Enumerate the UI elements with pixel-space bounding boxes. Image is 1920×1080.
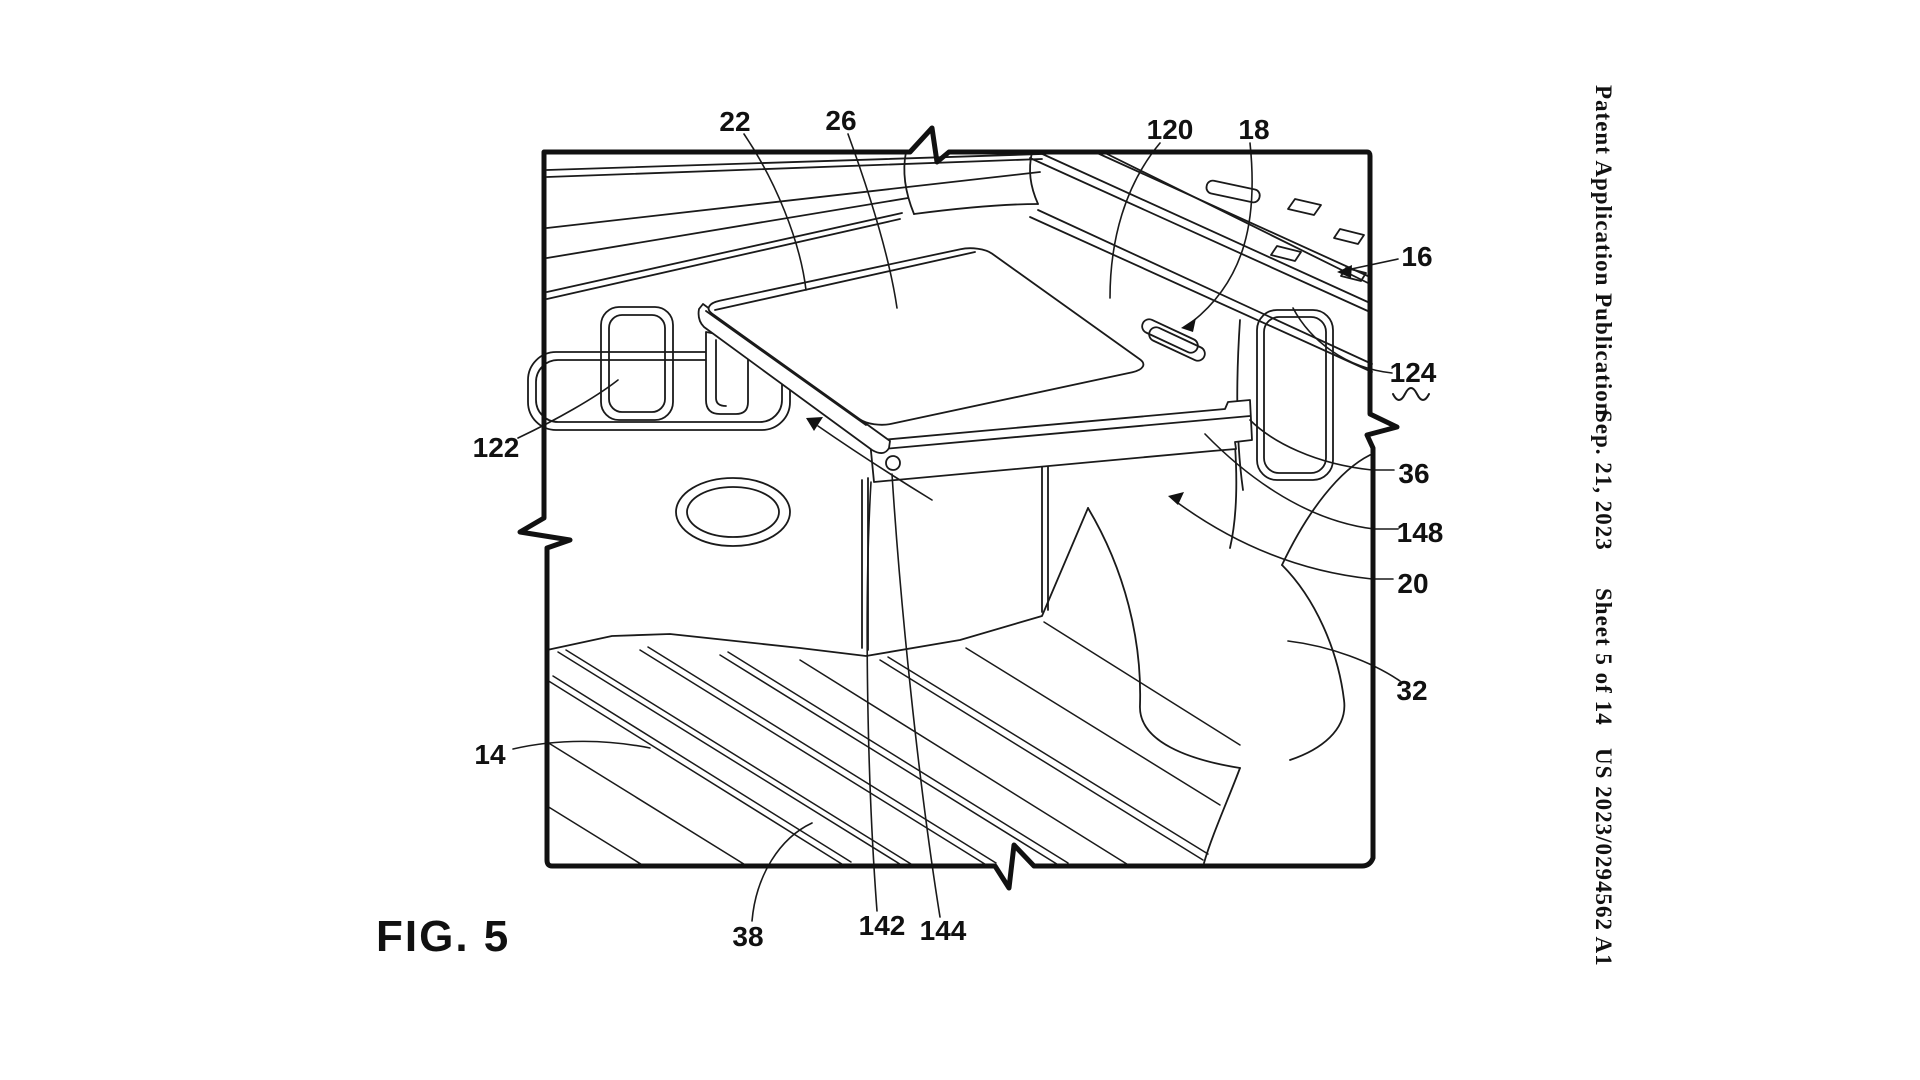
floor-ribs — [547, 622, 1240, 866]
reference-numerals: 22 26 120 18 16 124 36 148 20 32 122 14 … — [473, 105, 1444, 952]
ref-36: 36 — [1398, 458, 1429, 489]
ref-16: 16 — [1401, 241, 1432, 272]
ref-144: 144 — [920, 915, 967, 946]
ref-32: 32 — [1396, 675, 1427, 706]
stake-hole — [1288, 199, 1321, 215]
header-document-number: US 2023/0294562 A1 — [1590, 748, 1616, 967]
ref-22: 22 — [719, 106, 750, 137]
ref-26: 26 — [825, 105, 856, 136]
table-top — [700, 245, 1152, 428]
leader-142 — [867, 482, 877, 911]
header-publication-title: Patent Application Publication — [1590, 85, 1616, 417]
figure-caption: FIG. 5 — [376, 912, 510, 962]
leader-14 — [513, 741, 650, 749]
ref-120: 120 — [1147, 114, 1194, 145]
ref-38: 38 — [732, 921, 763, 952]
leader-120 — [1110, 143, 1160, 298]
ref-148: 148 — [1397, 517, 1444, 548]
ref-122: 122 — [473, 432, 520, 463]
ref-18: 18 — [1238, 114, 1269, 145]
rail-pin — [886, 456, 900, 470]
leader-32 — [1288, 641, 1400, 681]
figure-border — [520, 128, 1397, 888]
oval-recess — [676, 478, 790, 546]
header-date: Sep. 21, 2023 — [1590, 410, 1616, 551]
leader-22 — [744, 134, 806, 290]
ref-14: 14 — [474, 739, 506, 770]
right-wall-pocket — [1257, 310, 1333, 480]
handhold-pocket — [601, 307, 673, 420]
side-pocket — [528, 352, 790, 430]
leader-144 — [892, 474, 940, 917]
leader-38 — [752, 823, 812, 921]
squiggle-under-124 — [1393, 388, 1429, 400]
header-sheet-number: Sheet 5 of 14 — [1590, 588, 1616, 726]
stake-hole — [1334, 229, 1364, 244]
ref-124: 124 — [1390, 357, 1437, 388]
ref-20: 20 — [1397, 568, 1428, 599]
ref-142: 142 — [859, 910, 906, 941]
